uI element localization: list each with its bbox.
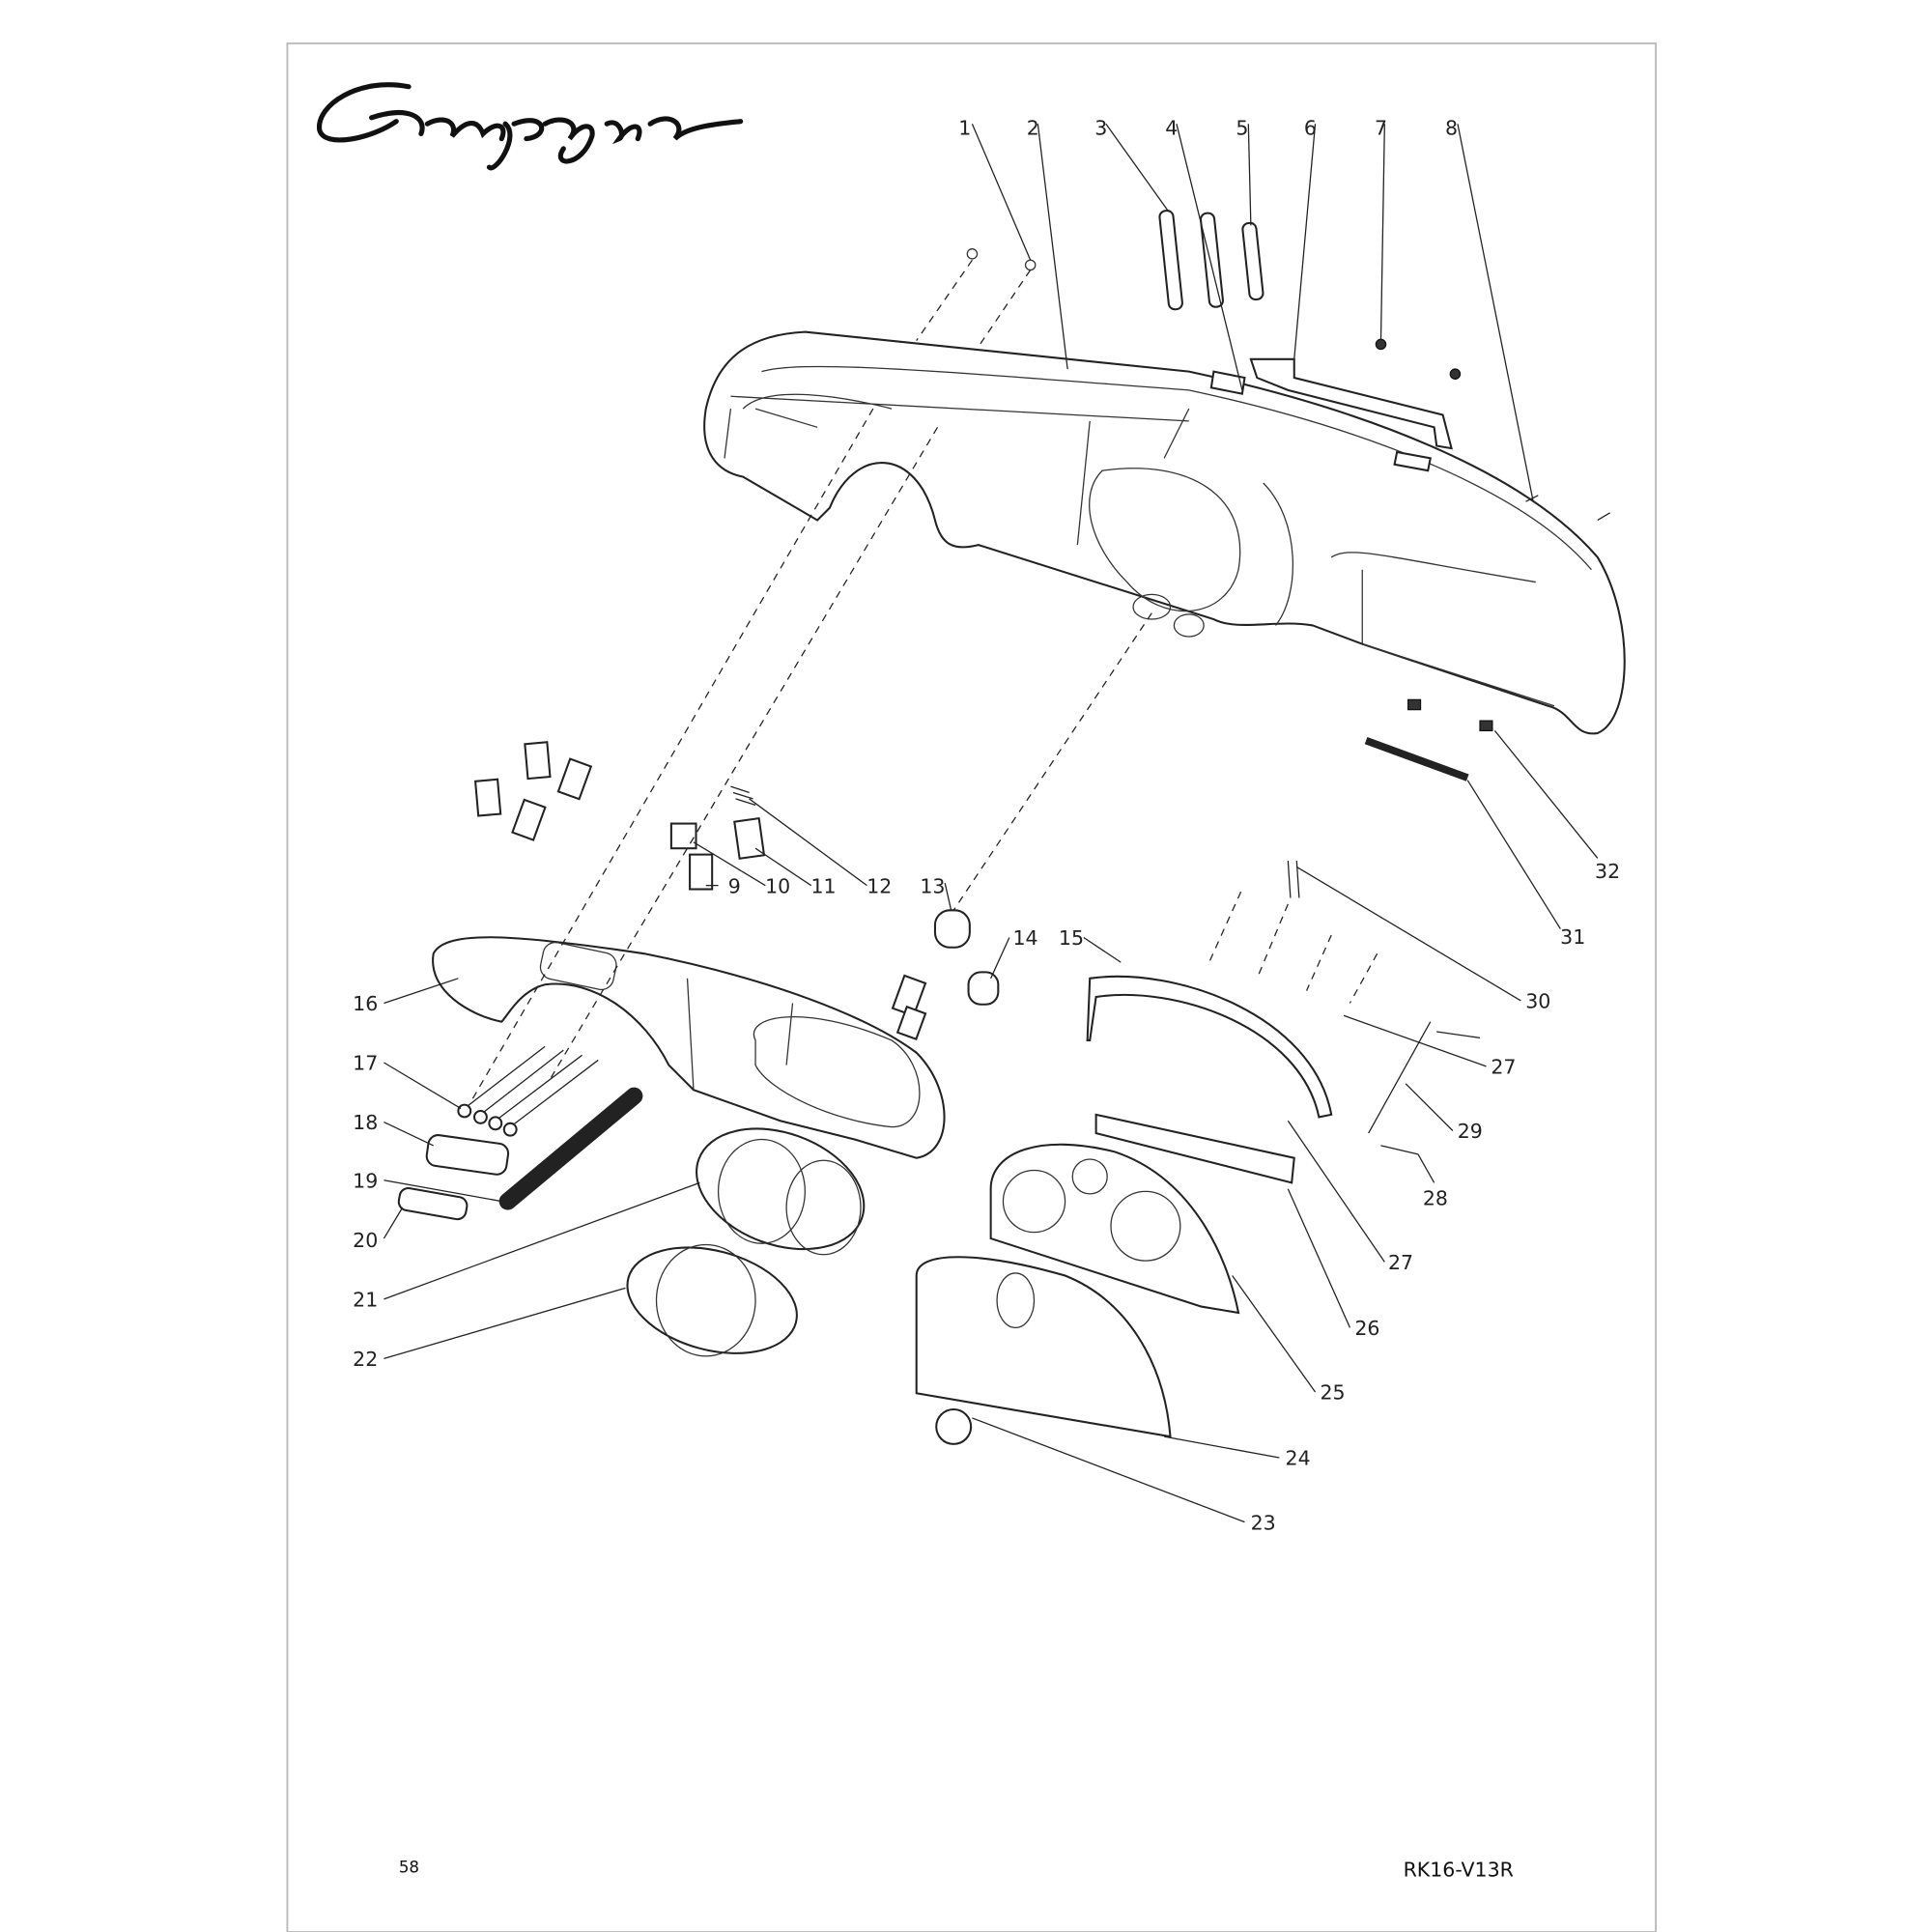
callout-4: 4 bbox=[1165, 117, 1178, 140]
callout-27-lower: 27 bbox=[1388, 1251, 1413, 1274]
callout-12: 12 bbox=[867, 874, 892, 897]
gauge-bezels-21-22 bbox=[626, 1127, 866, 1357]
callout-11: 11 bbox=[811, 874, 837, 897]
callout-5: 5 bbox=[1236, 117, 1248, 140]
leader-lines bbox=[383, 123, 1599, 1523]
callout-23: 23 bbox=[1251, 1511, 1276, 1534]
callout-27-upper: 27 bbox=[1491, 1056, 1516, 1079]
callout-29: 29 bbox=[1458, 1120, 1483, 1143]
document-code: RK16-V13R bbox=[1404, 1858, 1514, 1881]
callout-20: 20 bbox=[353, 1229, 378, 1252]
campagna-logo bbox=[317, 82, 744, 171]
callout-13: 13 bbox=[920, 874, 945, 897]
callout-21: 21 bbox=[353, 1289, 378, 1312]
callout-30: 30 bbox=[1525, 990, 1550, 1013]
callout-22: 22 bbox=[353, 1348, 378, 1371]
callout-3: 3 bbox=[1094, 117, 1107, 140]
page-number: 58 bbox=[399, 1858, 419, 1876]
callout-16: 16 bbox=[353, 992, 378, 1015]
callout-15: 15 bbox=[1059, 926, 1084, 950]
callout-31: 31 bbox=[1560, 925, 1585, 949]
callout-24: 24 bbox=[1286, 1447, 1311, 1470]
callout-25: 25 bbox=[1320, 1381, 1345, 1405]
parts-26-32 bbox=[1287, 698, 1493, 1155]
dash-panel-part-16 bbox=[432, 936, 946, 1159]
small-parts-9-14 bbox=[473, 741, 1000, 1041]
callout-17: 17 bbox=[353, 1052, 378, 1075]
callout-labels: 1 2 3 4 5 6 7 8 9 10 11 12 13 14 15 16 1… bbox=[353, 117, 1620, 1535]
callout-9: 9 bbox=[728, 874, 741, 897]
covers-24-25 bbox=[915, 975, 1333, 1445]
assembly-lines bbox=[469, 259, 1378, 1103]
callout-1: 1 bbox=[958, 117, 971, 140]
callout-7: 7 bbox=[1375, 117, 1387, 140]
callout-14: 14 bbox=[1012, 926, 1037, 950]
callout-32: 32 bbox=[1595, 860, 1620, 883]
callout-26: 26 bbox=[1354, 1317, 1379, 1340]
callout-18: 18 bbox=[353, 1111, 378, 1134]
callout-6: 6 bbox=[1304, 117, 1317, 140]
callout-19: 19 bbox=[353, 1169, 378, 1192]
callout-28: 28 bbox=[1423, 1186, 1448, 1209]
callout-2: 2 bbox=[1027, 117, 1039, 140]
callout-10: 10 bbox=[765, 874, 790, 897]
tubes-parts-3-5 bbox=[966, 210, 1610, 522]
callout-8: 8 bbox=[1445, 117, 1458, 140]
parts-17-20 bbox=[397, 1045, 643, 1221]
